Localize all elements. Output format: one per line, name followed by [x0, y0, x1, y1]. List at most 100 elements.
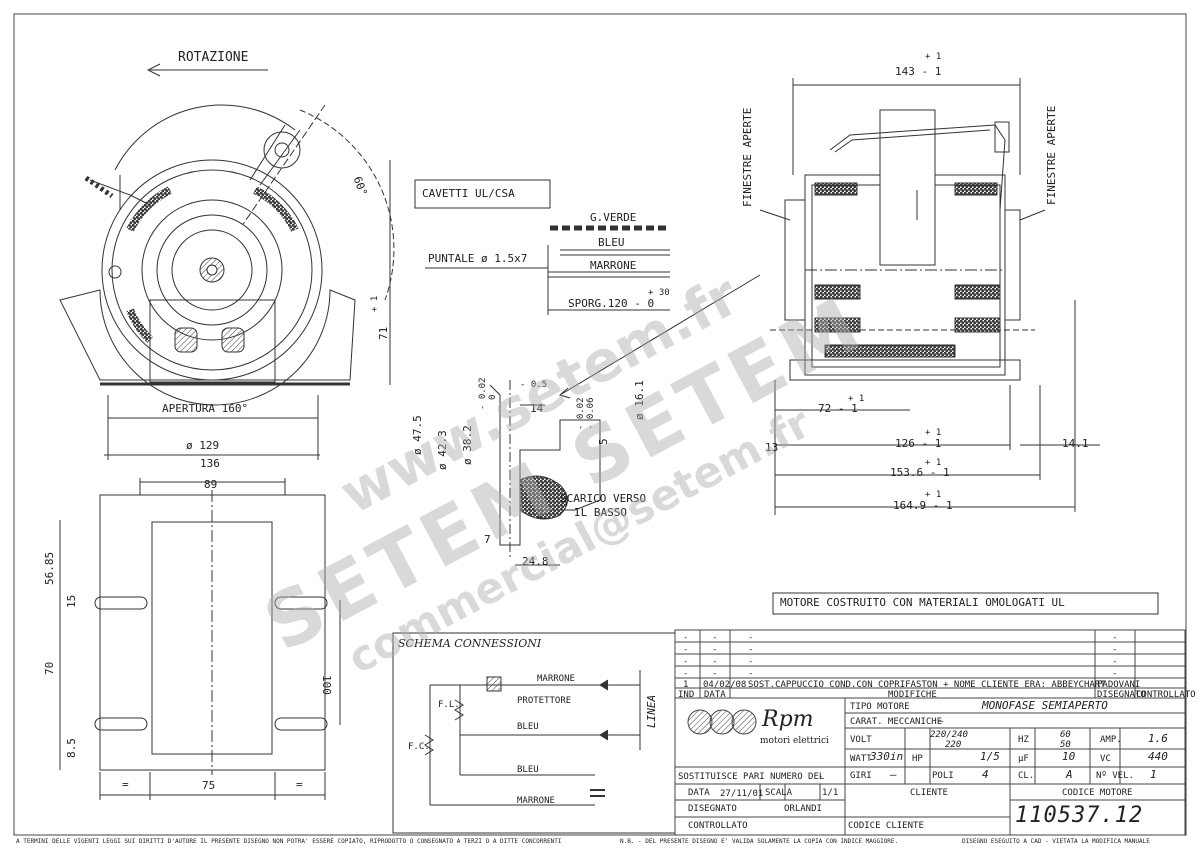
- rotation-label: ROTAZIONE: [178, 50, 249, 65]
- dim-75: 75: [202, 779, 216, 792]
- uf-label: µF: [1018, 754, 1029, 764]
- windows-open-right: FINESTRE APERTE: [1045, 105, 1058, 205]
- rev-row-desc: -: [748, 657, 754, 667]
- carat-label: CARAT. MECCANICHE: [850, 717, 943, 727]
- carat-value: —: [938, 717, 944, 727]
- rev-row-date: -: [712, 657, 718, 667]
- ul-note: MOTORE COSTRUITO CON MATERIALI OMOLOGATI…: [780, 596, 1065, 609]
- wire-green-yellow-label: G.VERDE: [590, 211, 637, 224]
- cable-box-label: CAVETTI UL/CSA: [422, 187, 515, 200]
- schema-connessioni-box: [392, 632, 676, 834]
- dim-eq-left: =: [122, 778, 129, 791]
- uf-value: 10: [1062, 750, 1076, 763]
- dim-7: 7: [484, 533, 491, 546]
- schema-marrone-top: MARRONE: [537, 674, 575, 684]
- rev-row-num: -: [683, 633, 689, 643]
- scala-value: 1/1: [822, 788, 839, 798]
- watt-label: WATT: [850, 754, 872, 764]
- cable-detail: [414, 179, 670, 315]
- rev-row-date: -: [712, 633, 718, 643]
- cl-value: A: [1066, 768, 1073, 781]
- rev-row-date: -: [712, 645, 718, 655]
- drain-label-1: SCARICO VERSO: [560, 492, 647, 505]
- logo-name: Rpm: [762, 707, 814, 732]
- bottom-view: [59, 478, 341, 800]
- front-view: [59, 63, 395, 460]
- dim-126-tol: + 1: [925, 428, 942, 438]
- hp-label: HP: [912, 754, 923, 764]
- dim-15: 15: [65, 594, 78, 608]
- schema-linea: LINEA: [645, 694, 658, 728]
- wire-brown-label: MARRONE: [590, 259, 637, 272]
- footer-copyright: A TERMINI DELLE VIGENTI LEGGI SUI DIRITT…: [16, 838, 562, 845]
- schema-bleu-bottom: BLEU: [517, 765, 539, 775]
- hz-label: HZ: [1018, 735, 1029, 745]
- footer-validity-note: N.B. - DEL PRESENTE DISEGNO E' VALIDA SO…: [620, 838, 899, 845]
- dim-126: 126 - 1: [895, 437, 942, 450]
- dim-136: 136: [200, 457, 220, 470]
- disegnato-label: DISEGNATO: [688, 804, 737, 814]
- logo-sub: motori elettrici: [760, 736, 829, 746]
- tol-0-5: - 0.5: [520, 380, 548, 390]
- protrusion-tol: + 30: [648, 288, 670, 298]
- sostituisce-value: -: [818, 772, 824, 782]
- poli-value: 4: [982, 768, 989, 781]
- dim-d129: ø 129: [186, 439, 220, 452]
- schema-fc: F.C.: [408, 742, 430, 752]
- hz-value-1: 60: [1060, 730, 1071, 740]
- schema-fl: F.L.: [438, 700, 460, 710]
- rev-header-checked: CONTROLLATO: [1136, 690, 1196, 700]
- nvel-label: Nº VEL.: [1096, 771, 1134, 781]
- dim-164-9: 164.9 - 1: [893, 499, 953, 512]
- dim-100: 100: [320, 675, 333, 695]
- footer-cad-note: DISEGNO ESEGUITO A CAD - VIETATA LA MODI…: [962, 838, 1150, 845]
- rev-row-date: -: [712, 669, 718, 679]
- vc-label: VC: [1100, 754, 1111, 764]
- drain-label-2: IL BASSO: [574, 506, 627, 519]
- codice-motore-label: CODICE MOTORE: [1062, 788, 1133, 798]
- schema-title: SCHEMA CONNESSIONI: [398, 637, 542, 650]
- codice-cliente-label: CODICE CLIENTE: [848, 821, 924, 831]
- wire-blue-label: BLEU: [598, 236, 625, 249]
- rev-header-desc: MODIFICHE: [888, 690, 937, 700]
- aperture-label: APERTURA 160°: [162, 402, 249, 415]
- rev-row-desc: -: [748, 645, 754, 655]
- dim-143-tol: + 1: [925, 52, 942, 62]
- dim-164-9-tol: + 1: [925, 490, 942, 500]
- tipo-motore-label: TIPO MOTORE: [850, 702, 910, 712]
- poli-label: POLI: [932, 771, 954, 781]
- rev-row-by: -: [1112, 669, 1118, 679]
- rev-row-date: 04/02/08: [703, 680, 747, 690]
- dim-89: 89: [204, 478, 218, 491]
- windows-open-left: FINESTRE APERTE: [741, 107, 754, 207]
- rev-header-date: DATA: [704, 690, 726, 700]
- shaft-detail: [489, 274, 761, 566]
- rev-header-num: IND: [678, 690, 695, 700]
- dim-72-tol: + 1: [848, 394, 865, 404]
- volt-value-2: 220: [945, 740, 962, 750]
- giri-label: GIRI: [850, 771, 872, 781]
- rev-row-desc: SOST.CAPPUCCIO COND.CON COPRIFASTON + NO…: [748, 680, 1106, 690]
- data-value: 27/11/01: [720, 789, 764, 799]
- amp-label: AMP.: [1100, 735, 1122, 745]
- dim-14: 14: [530, 402, 544, 415]
- controllato-label: CONTROLLATO: [688, 821, 748, 831]
- dim-71-tol: + 1: [370, 295, 380, 312]
- rev-row-desc: -: [748, 633, 754, 643]
- dim-71: 71: [377, 326, 390, 340]
- protrusion-label: SPORG.120 - 0: [568, 297, 655, 310]
- volt-value-1: 220/240: [930, 730, 968, 740]
- giri-value: —: [890, 768, 897, 781]
- side-view: [759, 78, 1100, 515]
- watt-value: 330in: [870, 750, 904, 763]
- schema-protettore: PROTETTORE: [517, 696, 572, 706]
- dim-eq-right: =: [296, 778, 303, 791]
- dim-2: 2: [537, 508, 544, 521]
- terminal-label: PUNTALE ø 1.5x7: [428, 252, 528, 265]
- rev-row-num: -: [683, 669, 689, 679]
- rpm-logo-mark: [687, 709, 757, 735]
- dim-13: 13: [765, 441, 779, 454]
- hz-value-2: 50: [1060, 740, 1071, 750]
